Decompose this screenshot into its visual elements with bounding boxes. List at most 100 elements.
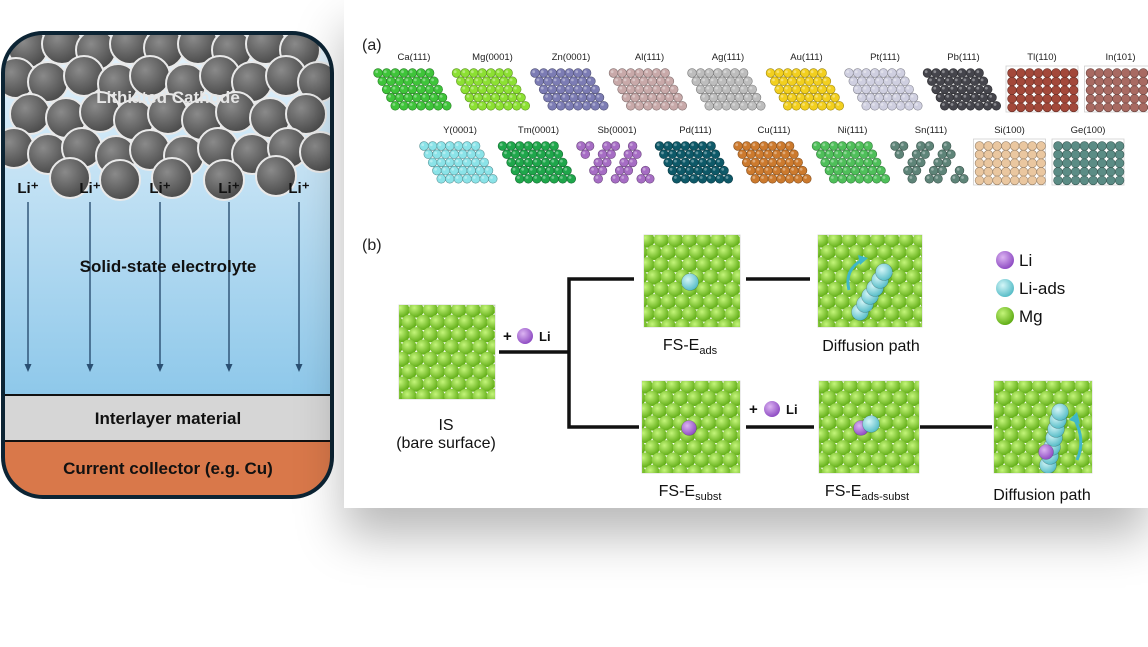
surface-atom: [1018, 141, 1029, 151]
surface-atom: [630, 92, 640, 103]
surface-atom: [948, 101, 958, 111]
mg-atom: [1003, 381, 1019, 394]
mg-atom: [877, 294, 893, 310]
surface-atom: [543, 92, 553, 103]
mg-atom: [1024, 415, 1041, 431]
mg-atom: [826, 235, 831, 236]
surface-atom: [916, 157, 926, 168]
surface-atom: [787, 76, 797, 86]
reaction-slabs: [398, 220, 1093, 492]
mg-atom: [692, 381, 697, 382]
surface-atom: [527, 165, 538, 176]
surface-atom: [1053, 158, 1063, 168]
mg-atom: [878, 440, 894, 456]
surface-atom: [970, 76, 980, 86]
surface-atom: [390, 84, 400, 95]
mg-atom: [912, 257, 922, 273]
surface-atom: [468, 84, 479, 95]
li-ads-path-atom: [1051, 403, 1069, 421]
mg-atom: [486, 314, 495, 330]
surface-atom: [547, 101, 557, 111]
surface-atom: [1018, 158, 1029, 168]
surface-atom: [394, 92, 405, 103]
surface-atom: [978, 76, 989, 86]
surface-atom: [676, 149, 686, 159]
mg-atom: [819, 391, 823, 405]
surface-atom: [659, 149, 669, 159]
mg-atom: [1010, 440, 1026, 456]
surface-atom: [776, 174, 786, 184]
surface-atom: [1120, 68, 1131, 78]
mg-atom: [898, 381, 903, 382]
mg-atom: [1032, 381, 1048, 394]
mg-atom: [738, 310, 740, 319]
surface-atom: [424, 68, 435, 78]
surface-tile: Sn(111): [890, 125, 969, 184]
surface-atom: [978, 92, 989, 103]
surface-atom: [913, 101, 923, 111]
fs-eads-subst-slab: [800, 366, 920, 492]
surface-atom: [795, 76, 806, 86]
surface-tile: Sb(0001): [576, 125, 655, 184]
surface-atom: [983, 149, 993, 160]
mg-atom: [703, 244, 719, 260]
mg-atom: [660, 244, 676, 260]
mg-atom: [819, 416, 823, 430]
surface-atom: [512, 101, 522, 111]
surface-atom: [891, 92, 901, 103]
surface-atom: [772, 165, 782, 176]
mg-atom: [840, 235, 845, 236]
mg-atom: [642, 381, 653, 394]
mg-atom: [800, 477, 815, 492]
surface-atom: [890, 141, 900, 151]
surface-atom: [948, 68, 958, 78]
mg-atom: [658, 415, 674, 431]
surface-atom: [1018, 149, 1029, 160]
mg-atom: [927, 307, 942, 322]
surface-atom: [784, 174, 795, 184]
mg-atom: [807, 366, 822, 381]
surface-atom: [774, 84, 784, 95]
surface-atom: [1094, 94, 1104, 104]
mg-atom: [799, 331, 814, 346]
mg-atom: [479, 376, 495, 392]
mg-atom: [437, 351, 453, 368]
mg-atom: [667, 281, 683, 298]
surface-atom: [808, 84, 819, 95]
surface-atom: [663, 141, 673, 151]
surface-atom: [466, 165, 477, 176]
surface-atom: [1024, 102, 1035, 113]
mg-atom: [1060, 427, 1076, 444]
mg-atom: [842, 403, 858, 419]
surface-atom: [957, 101, 967, 111]
mg-atom: [644, 320, 648, 327]
surface-atom: [780, 165, 790, 176]
li-ion-label: Li⁺: [17, 180, 38, 197]
surface-atom: [672, 157, 682, 168]
surface-atom: [453, 141, 464, 151]
surface-atom: [895, 101, 906, 111]
surface-atom: [442, 101, 452, 111]
mg-atom: [934, 220, 949, 235]
mg-atom: [800, 428, 815, 443]
surface-atom: [1070, 149, 1081, 160]
surface-atom: [1114, 141, 1125, 151]
mg-atom: [694, 381, 710, 394]
mg-atom: [658, 390, 674, 406]
mg-atom: [1010, 415, 1026, 431]
mg-atom: [905, 269, 921, 285]
surface-atom: [664, 92, 675, 103]
surface-atom: [1027, 158, 1037, 168]
li-ion-label: Li⁺: [79, 180, 100, 197]
mg-atom: [479, 351, 495, 368]
mg-atom: [899, 403, 915, 419]
ion-arrow-head: [225, 364, 233, 372]
surface-atom: [700, 76, 710, 86]
surface-atom: [1062, 175, 1072, 186]
surface-atom: [778, 76, 789, 86]
surface-atom: [904, 101, 914, 111]
surface-atom: [538, 68, 549, 78]
surface-atom: [746, 149, 756, 159]
mg-atom: [994, 403, 1005, 419]
surface-atom: [863, 157, 873, 168]
